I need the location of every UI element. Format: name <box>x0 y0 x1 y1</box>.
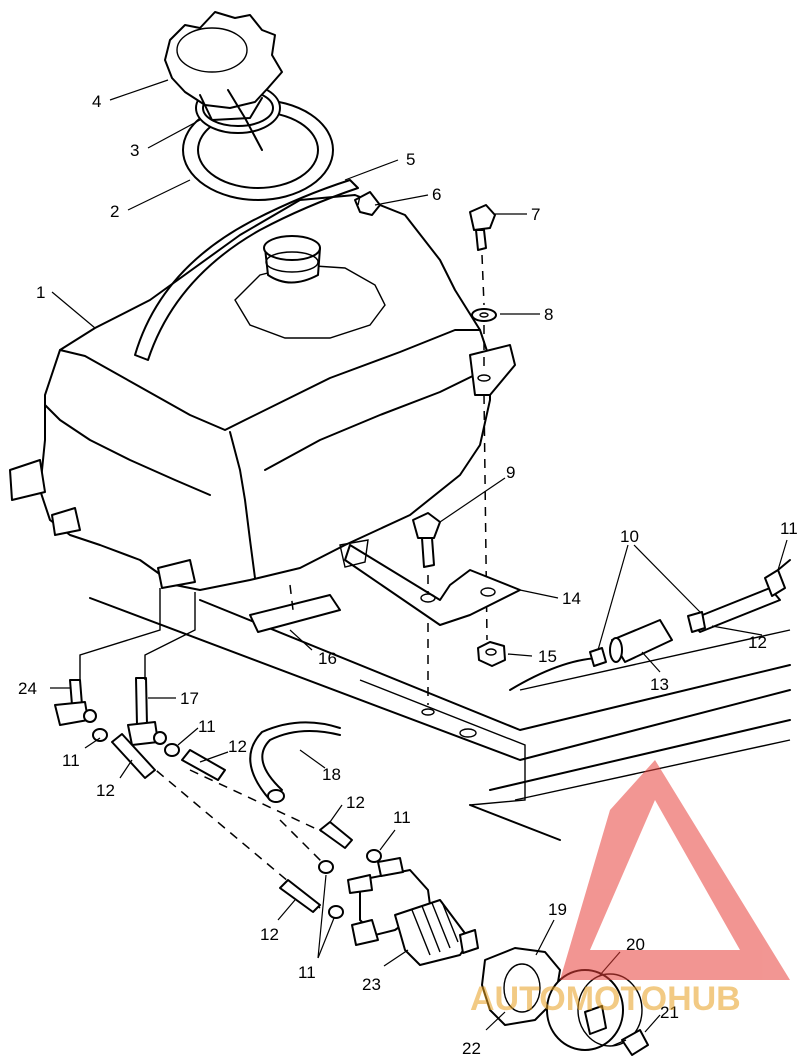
callout-3: 3 <box>130 141 139 160</box>
valve-knob-20 <box>546 969 643 1051</box>
callout-12-center: 12 <box>346 793 365 812</box>
screw-21 <box>611 1029 649 1056</box>
callout-leaders <box>50 79 788 1033</box>
bolt-7-washer-8 <box>469 204 497 641</box>
callout-9: 9 <box>506 463 515 482</box>
callout-12-left: 12 <box>96 781 115 800</box>
callout-7: 7 <box>531 205 540 224</box>
callout-12-bottom: 12 <box>260 925 279 944</box>
fuel-valve-23 <box>347 857 479 966</box>
callout-20: 20 <box>626 935 645 954</box>
petcock-24 <box>54 679 97 726</box>
callout-8: 8 <box>544 305 553 324</box>
callout-6: 6 <box>432 185 441 204</box>
callout-23: 23 <box>362 975 381 994</box>
gas-cap-assembly <box>164 11 334 201</box>
callout-11-top: 11 <box>780 519 798 538</box>
callout-13: 13 <box>650 675 669 694</box>
callout-5: 5 <box>406 150 415 169</box>
callout-12-right: 12 <box>748 633 767 652</box>
petcock-17 <box>127 677 167 746</box>
callout-1: 1 <box>36 283 45 302</box>
callout-11-left: 11 <box>62 751 80 770</box>
fuel-tank <box>9 179 516 591</box>
nut-15 <box>477 641 506 667</box>
watermark-text: AUTOMOTOHUB <box>470 980 741 1018</box>
callout-18: 18 <box>322 765 341 784</box>
hose-18 <box>249 721 341 803</box>
pad-16 <box>249 584 341 633</box>
routing-lines <box>79 588 341 909</box>
fuel-hoses <box>111 733 353 913</box>
callout-4: 4 <box>92 92 101 111</box>
callout-21: 21 <box>660 1003 679 1022</box>
callout-12-mid: 12 <box>228 737 247 756</box>
callout-16: 16 <box>318 649 337 668</box>
callout-11-right: 11 <box>393 808 411 827</box>
callout-11-mid: 11 <box>198 717 216 736</box>
valve-nut-19-plate-22 <box>481 947 561 1026</box>
vent-fitting <box>354 191 381 216</box>
callout-2: 2 <box>110 202 119 221</box>
callout-22: 22 <box>462 1039 481 1058</box>
callout-17: 17 <box>180 689 199 708</box>
callout-10: 10 <box>620 527 639 546</box>
callout-11-bottom: 11 <box>298 963 316 982</box>
watermark-logo-icon <box>560 760 790 980</box>
callout-15: 15 <box>538 647 557 666</box>
callout-19: 19 <box>548 900 567 919</box>
watermark: AUTOMOTOHUB <box>470 760 790 1018</box>
hose-clamps <box>92 728 382 919</box>
inline-filter-13 <box>509 559 791 691</box>
callout-14: 14 <box>562 589 581 608</box>
callout-24: 24 <box>18 679 37 698</box>
callout-labels: 4 3 2 5 6 1 7 8 9 10 11 12 13 14 15 16 1… <box>18 92 798 1058</box>
